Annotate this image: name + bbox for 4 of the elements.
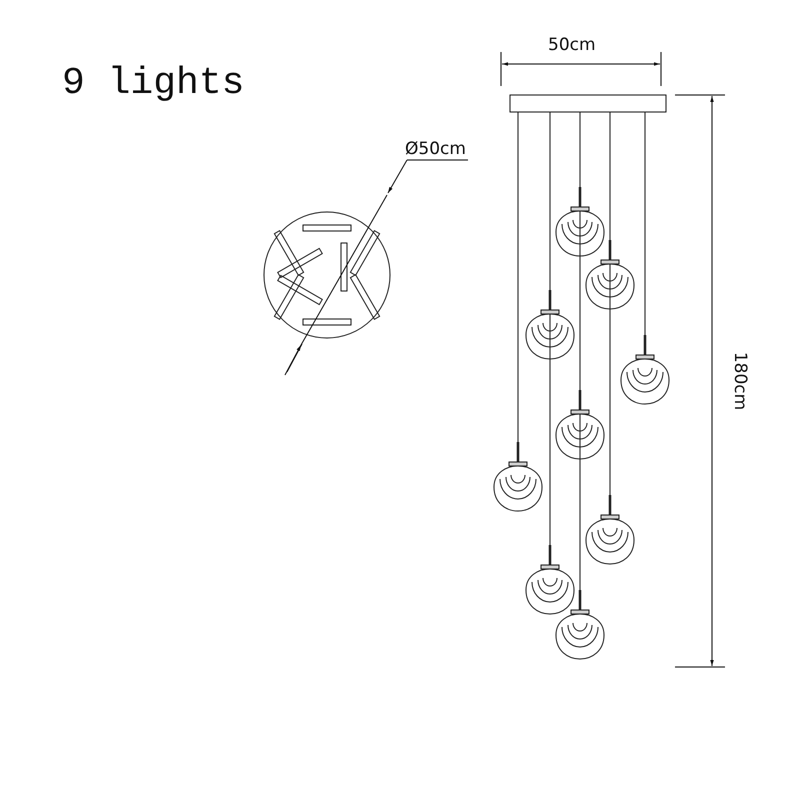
dimension-label: 50cm: [548, 35, 596, 55]
dimension-label: Ø50cm: [405, 139, 466, 159]
dimension-label: 180cm: [730, 352, 750, 410]
title: 9 lights: [62, 62, 244, 105]
